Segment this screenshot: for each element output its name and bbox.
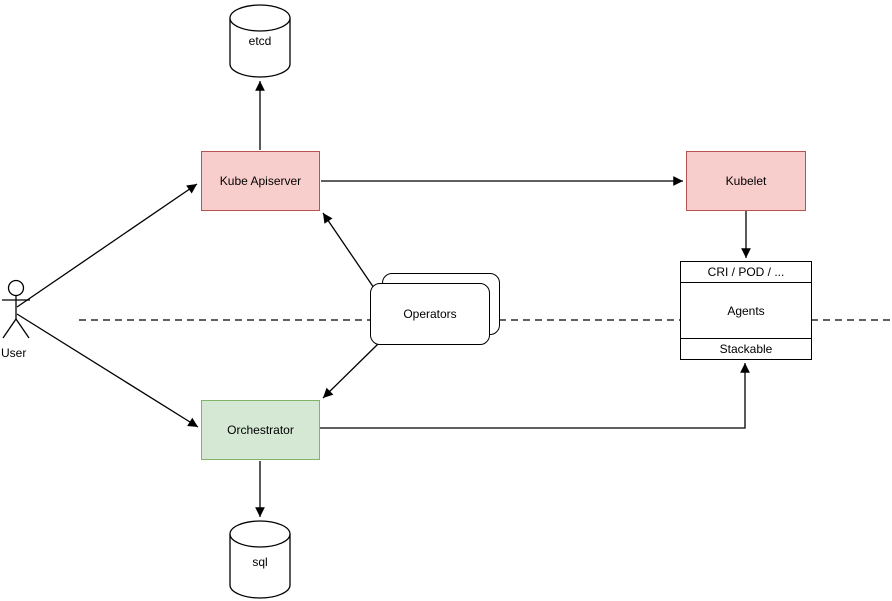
- kubelet-node: Kubelet: [686, 151, 806, 211]
- orchestrator-label: Orchestrator: [227, 422, 294, 437]
- sql-cylinder-shape: [229, 520, 291, 599]
- agents-row-agents: Agents: [727, 303, 765, 318]
- agents-row-cri-pod: CRI / POD / ...: [681, 262, 811, 283]
- edge-user-to-orchestrator: [16, 313, 199, 428]
- edge-operators-to-orchestrator: [322, 343, 379, 399]
- edge-user-to-apiserver: [16, 183, 198, 308]
- user-label: User: [1, 346, 27, 360]
- etcd-label: etcd: [248, 34, 272, 48]
- orchestrator-node: Orchestrator: [201, 400, 320, 460]
- operators-label: Operators: [403, 306, 457, 321]
- kube-apiserver-label: Kube Apiserver: [219, 173, 302, 188]
- edge-operators-to-apiserver: [322, 212, 375, 289]
- kube-apiserver-node: Kube Apiserver: [201, 151, 320, 211]
- agents-row-stackable: Stackable: [681, 338, 811, 359]
- edge-orchestrator-to-stackable: [320, 363, 750, 429]
- kubelet-label: Kubelet: [725, 173, 767, 188]
- sql-label: sql: [252, 555, 268, 569]
- user-actor-icon: [2, 279, 30, 339]
- etcd-cylinder-shape: [229, 4, 291, 78]
- operators-node: Operators: [370, 283, 490, 345]
- agents-node: CRI / POD / ... Agents Stackable: [680, 261, 812, 360]
